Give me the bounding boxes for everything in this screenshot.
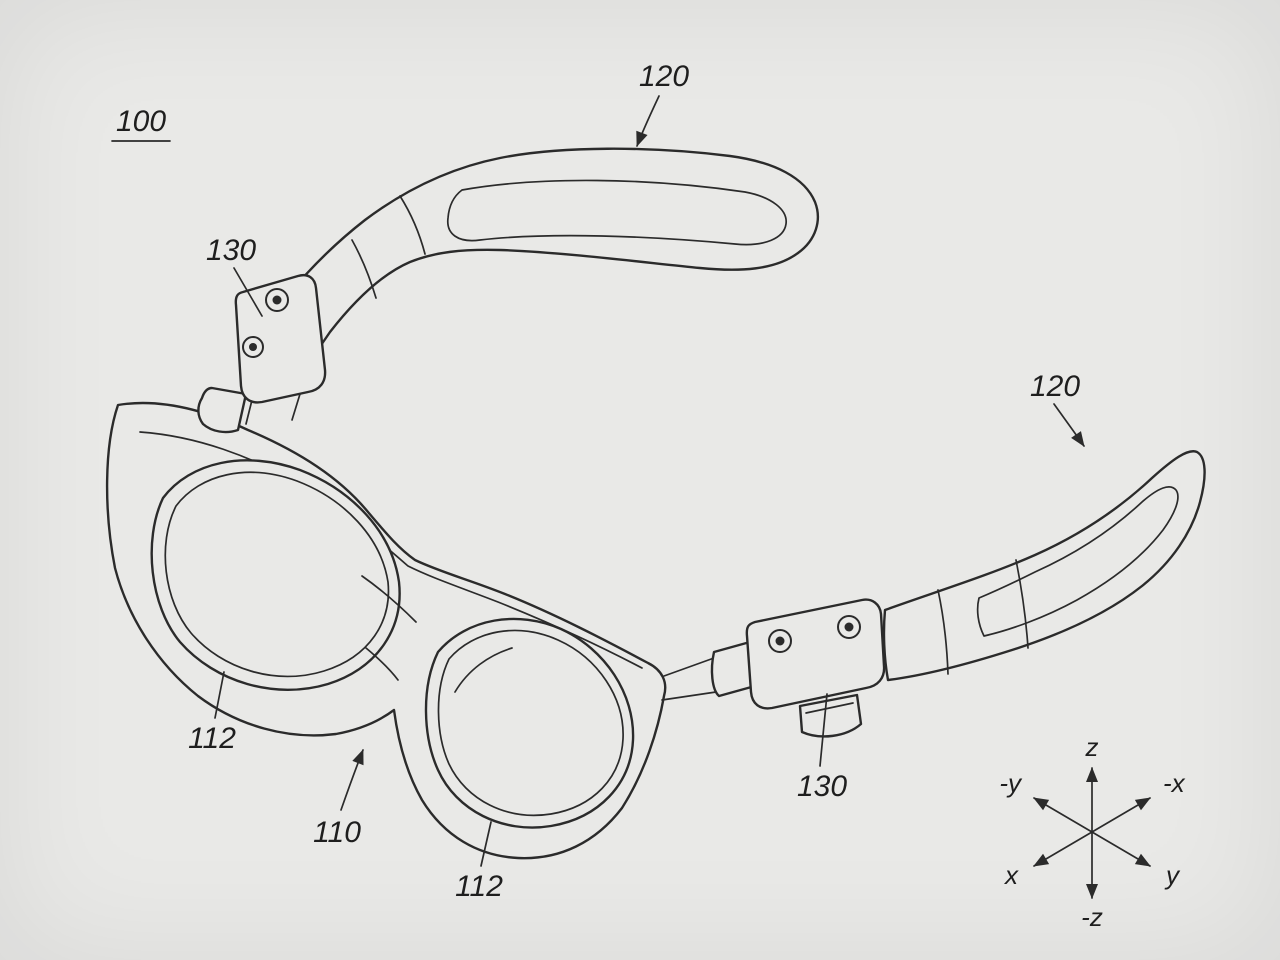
label-hinge-right-130: 130 <box>797 770 847 803</box>
left-temple-outline <box>254 147 820 372</box>
right-connector-line-top <box>663 657 715 677</box>
glasses-front-frame <box>105 401 667 860</box>
right-temple-groove <box>976 486 1179 637</box>
right-lens-frame-opening <box>424 617 635 829</box>
left-hinge-assembly <box>197 274 327 434</box>
left-temple-arm <box>254 147 820 372</box>
label-hinge-left-130: 130 <box>206 234 256 267</box>
axis-arrow-neg-x <box>1091 797 1151 833</box>
right-connector-lug <box>710 640 757 698</box>
right-hinge-assembly <box>745 598 886 738</box>
label-assembly-100: 100 <box>116 105 166 138</box>
label-lens-left-112: 112 <box>188 722 236 755</box>
left-hinge-screw-bottom-center <box>249 343 257 351</box>
leader-hinge-left <box>233 267 263 317</box>
leader-lens-left <box>214 671 225 719</box>
arrow-temple-right <box>1053 403 1085 447</box>
left-hinge-link-line-2 <box>291 393 301 421</box>
bridge-upper-line <box>361 575 417 623</box>
axis-arrow-neg-y <box>1033 797 1093 833</box>
axis-label-neg-y: -y <box>999 768 1023 798</box>
leader-hinge-right <box>819 693 828 767</box>
left-lens-frame-opening <box>150 459 401 691</box>
axis-label-pos-y: y <box>1164 860 1181 890</box>
right-temple-outline <box>882 450 1206 682</box>
leader-lens-right <box>480 821 492 867</box>
right-temple-segment-line-2 <box>937 589 949 675</box>
right-hinge-screw-right-center <box>844 622 854 632</box>
axis-label-pos-z: z <box>1085 732 1099 762</box>
left-hinge-screw-top-center <box>272 295 282 305</box>
reference-labels: 100 120 130 120 112 110 130 112 <box>111 60 1085 903</box>
label-temple-right-120: 120 <box>1030 370 1080 403</box>
right-connector-line-bottom <box>661 691 717 701</box>
right-hinge-flap-line <box>805 702 854 714</box>
left-hinge-frame-tab <box>197 386 248 434</box>
axis-arrow-pos-y <box>1091 831 1151 867</box>
axis-arrow-pos-x <box>1033 831 1093 867</box>
right-lens-edge <box>437 629 624 817</box>
left-temple-groove <box>447 179 787 246</box>
axis-indicator: z -z -x -y x y <box>999 732 1185 932</box>
axis-label-neg-z: -z <box>1081 902 1103 932</box>
bridge-lower-line <box>365 647 399 681</box>
right-temple-arm <box>661 450 1206 701</box>
right-hinge-screw-left-center <box>775 636 785 646</box>
arrow-frame <box>340 749 364 811</box>
label-lens-right-112: 112 <box>455 870 503 903</box>
right-lens-reflection-line <box>454 647 513 693</box>
left-temple-segment-line-2 <box>351 239 377 299</box>
right-temple-segment-line-1 <box>1015 559 1029 649</box>
arrow-temple-left <box>636 95 660 147</box>
right-hinge-block <box>745 598 886 710</box>
left-hinge-block <box>234 274 327 404</box>
label-frame-110: 110 <box>313 816 361 849</box>
label-temple-left-120: 120 <box>639 60 689 93</box>
left-hinge-link-line-1 <box>245 399 253 425</box>
left-temple-segment-line-1 <box>399 195 426 255</box>
axis-label-neg-x: -x <box>1163 768 1186 798</box>
left-lens-edge <box>164 471 390 678</box>
axis-label-pos-x: x <box>1003 860 1019 890</box>
